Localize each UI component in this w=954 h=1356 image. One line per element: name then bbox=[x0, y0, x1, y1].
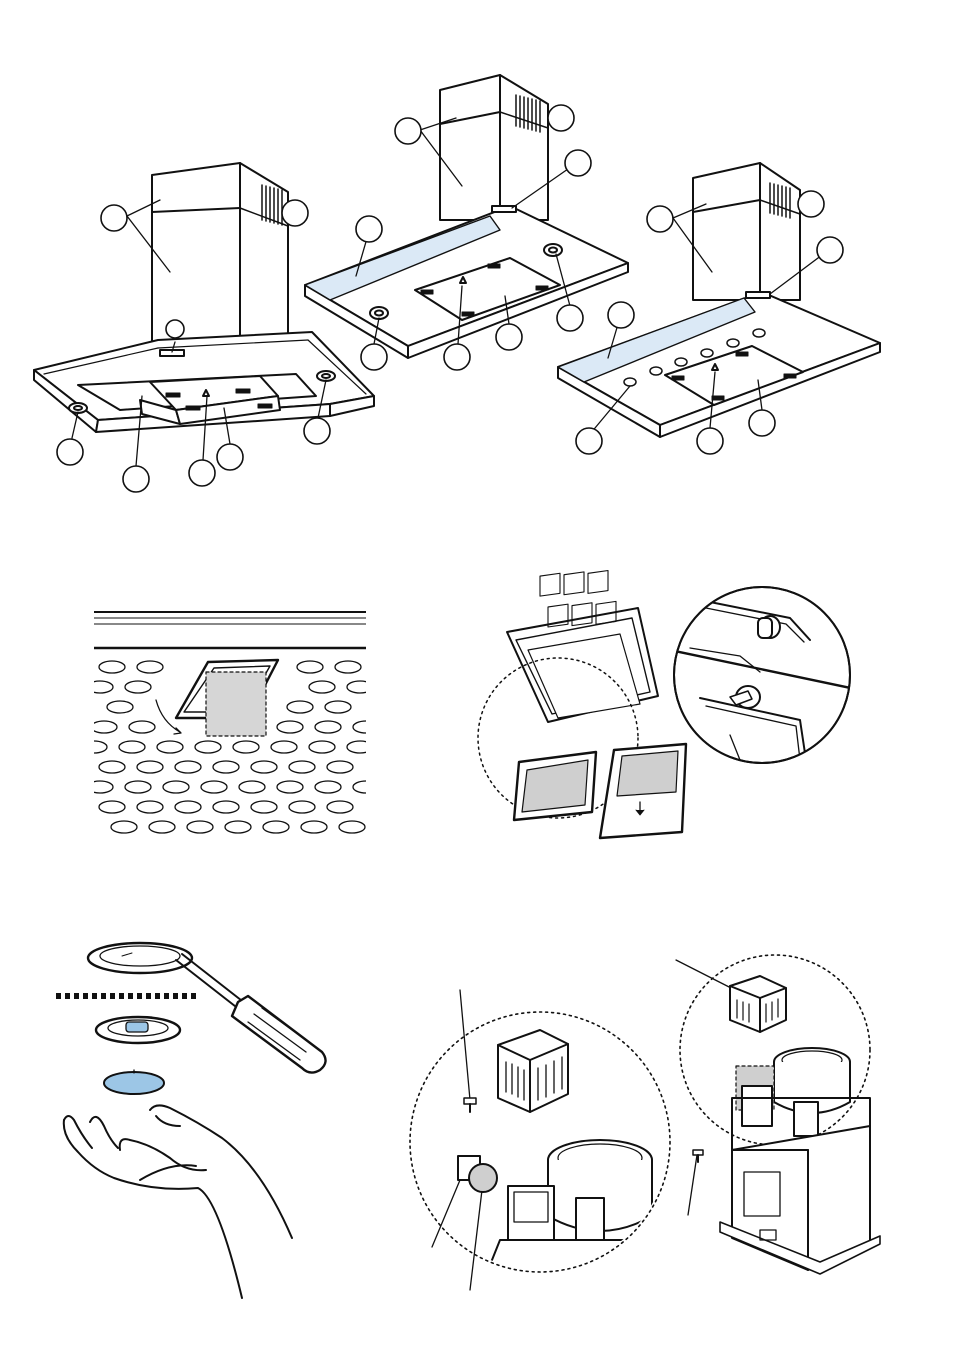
filter-icon bbox=[498, 1030, 568, 1112]
callout-circle bbox=[123, 466, 149, 492]
chimney-vent-grille bbox=[516, 95, 540, 132]
lamp-replacement bbox=[56, 943, 326, 1298]
motor-unit-housing bbox=[720, 1048, 880, 1274]
motor-unit-detail bbox=[410, 955, 880, 1290]
hood-island-3 bbox=[558, 163, 880, 454]
callout-circle bbox=[697, 428, 723, 454]
screwdriver-icon bbox=[176, 954, 326, 1073]
callout-circle bbox=[217, 444, 243, 470]
callout-circle bbox=[576, 428, 602, 454]
callout-circle bbox=[282, 200, 308, 226]
grease-filter-removal bbox=[81, 612, 379, 833]
callout-circle bbox=[798, 191, 824, 217]
filter-handle bbox=[176, 660, 278, 736]
callout-circle bbox=[565, 150, 591, 176]
magnified-latch-detail bbox=[670, 587, 860, 763]
callout-circle bbox=[608, 302, 634, 328]
callout-circle bbox=[101, 205, 127, 231]
hood-island-1 bbox=[34, 163, 374, 492]
screw-icon bbox=[693, 1150, 703, 1162]
callout-circle bbox=[57, 439, 83, 465]
callout-circle bbox=[356, 216, 382, 242]
callout-circle bbox=[304, 418, 330, 444]
lamp-icon bbox=[104, 1072, 164, 1094]
callout-circle bbox=[496, 324, 522, 350]
callout-circle bbox=[189, 460, 215, 486]
callout-circle bbox=[444, 344, 470, 370]
motor-icon bbox=[480, 1140, 680, 1290]
hood-island-2 bbox=[305, 75, 628, 370]
callout-circle bbox=[395, 118, 421, 144]
callout-circle bbox=[749, 410, 775, 436]
callout-circle bbox=[817, 237, 843, 263]
callout-circle bbox=[557, 305, 583, 331]
callout-circle bbox=[647, 206, 673, 232]
hand-icon bbox=[64, 1105, 292, 1298]
callout-circle bbox=[548, 105, 574, 131]
callout-circle bbox=[361, 344, 387, 370]
screw-icon bbox=[464, 1098, 476, 1112]
callout-circle bbox=[166, 320, 184, 338]
grease-filter-cassettes bbox=[478, 571, 860, 838]
filter-icon bbox=[730, 976, 786, 1032]
